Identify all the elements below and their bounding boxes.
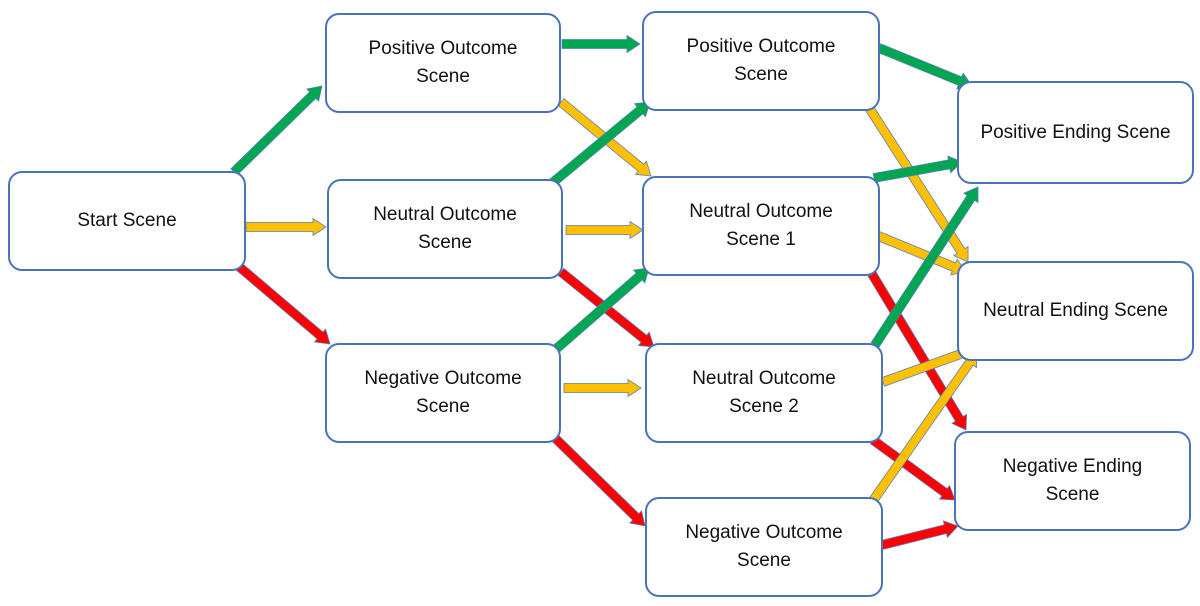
neutral-outcome-scene-node-col1: Neutral Outcome Scene bbox=[327, 179, 563, 279]
arrow-neutral-1-to-positive-ending bbox=[872, 155, 963, 183]
positive-outcome-scene-node-col1: Positive Outcome Scene bbox=[325, 13, 561, 113]
negative-outcome-scene-node-col1: Negative Outcome Scene bbox=[325, 343, 561, 443]
arrow-neutral-2-to-positive-ending bbox=[870, 186, 979, 349]
arrow-negative-to-negative-ending bbox=[880, 520, 959, 550]
arrow-neutral-to-positive bbox=[547, 101, 651, 189]
arrow-start-to-negative-outcome bbox=[232, 260, 331, 345]
positive-outcome-scene-node-col2: Positive Outcome Scene bbox=[642, 11, 880, 111]
arrow-start-to-positive-outcome bbox=[230, 85, 323, 176]
negative-outcome-scene-node-col2: Negative Outcome Scene bbox=[645, 497, 883, 597]
positive-ending-scene-node: Positive Ending Scene bbox=[957, 81, 1194, 184]
neutral-outcome-scene-1-node: Neutral Outcome Scene 1 bbox=[642, 176, 880, 276]
start-scene-node: Start Scene bbox=[8, 171, 246, 271]
neutral-outcome-scene-2-node: Neutral Outcome Scene 2 bbox=[645, 343, 883, 443]
arrow-neutral-2-to-negative-ending bbox=[869, 435, 956, 501]
arrow-positive-to-neutral-ending bbox=[863, 103, 969, 263]
arrow-neutral-to-neutral-1 bbox=[565, 220, 644, 240]
negative-ending-scene-node: Negative Ending Scene bbox=[954, 431, 1191, 531]
arrow-negative-to-negative bbox=[550, 433, 646, 527]
arrow-negative-to-neutral-2 bbox=[563, 378, 642, 398]
arrow-start-to-neutral-outcome bbox=[245, 217, 327, 237]
neutral-ending-scene-node: Neutral Ending Scene bbox=[957, 261, 1194, 361]
arrow-positive-to-positive-ending bbox=[876, 43, 973, 90]
arrow-positive-to-positive bbox=[561, 34, 641, 54]
arrow-negative-to-neutral-1 bbox=[552, 267, 650, 353]
